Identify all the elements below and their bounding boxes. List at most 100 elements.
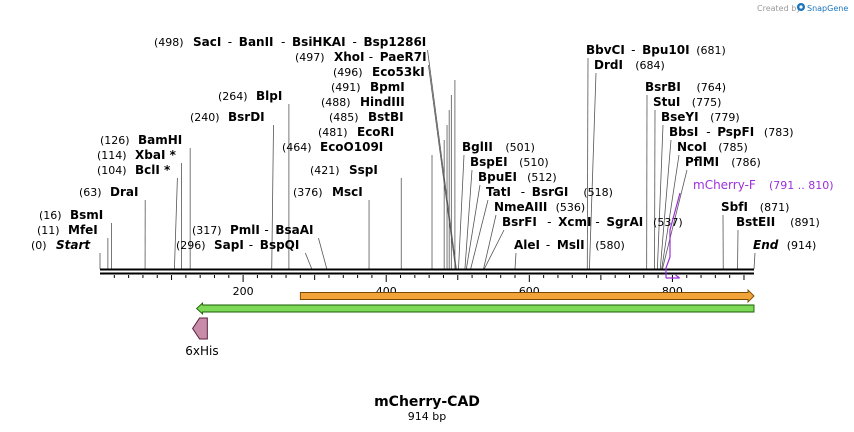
enzyme-site-sbfi[interactable]: SbfI(871): [721, 200, 789, 214]
enzyme-site-bpmi[interactable]: BpmI(491): [331, 80, 405, 94]
enzyme-site-bbsi[interactable]: BbsI-PspFI(783): [669, 125, 794, 139]
enzyme-site-xbai[interactable]: XbaI * (114): [97, 148, 177, 162]
enzyme-name: XbaI *: [135, 148, 177, 162]
enzyme-site-eco53ki[interactable]: Eco53kI(496): [333, 65, 425, 79]
feature-label: 6xHis: [185, 344, 218, 358]
enzyme-site-blpi[interactable]: BlpI(264): [218, 89, 282, 103]
enzyme-position: (764): [697, 81, 727, 94]
enzyme-site-ncoi[interactable]: NcoI(785): [677, 140, 748, 154]
enzyme-separator: -: [706, 125, 710, 139]
enzyme-site-bglii[interactable]: BglII(501): [462, 140, 535, 154]
enzyme-leader-line: [427, 49, 457, 270]
enzyme-separator: -: [249, 238, 253, 252]
enzyme-site-ecoo109i[interactable]: EcoO109I(464): [282, 140, 383, 154]
enzyme-separator: -: [595, 215, 599, 229]
enzyme-site-pmli[interactable]: PmlI-BsaAI(317): [192, 223, 313, 237]
primer-range: (791 .. 810): [769, 179, 834, 192]
enzyme-name: BseYI: [661, 110, 699, 124]
feature-6xhis[interactable]: 6xHis: [185, 317, 219, 358]
enzyme-leader-line: [661, 154, 680, 270]
enzyme-site-bsrfi[interactable]: BsrFI-XcmI-SgrAI(537): [502, 215, 683, 229]
enzyme-site-saci[interactable]: SacI-BanII-BsiHKAI-Bsp1286I(498): [154, 35, 426, 49]
enzyme-position: (485): [329, 111, 359, 124]
enzyme-position: (114): [97, 149, 127, 162]
enzyme-name: BstBI: [368, 110, 404, 124]
enzyme-site-drai[interactable]: DraI(63): [79, 185, 138, 199]
enzyme-site-hindiii[interactable]: HindIII(488): [321, 95, 405, 109]
enzyme-site-alei[interactable]: AleI-MslI(580): [514, 238, 625, 252]
enzyme-name: PspFI: [717, 125, 754, 139]
enzyme-position: (510): [519, 156, 549, 169]
enzyme-position: (681): [696, 44, 726, 57]
primer-name: mCherry-F: [693, 178, 756, 192]
enzyme-name: SacI: [193, 35, 221, 49]
enzyme-position: (491): [331, 81, 361, 94]
enzyme-site-bbvci[interactable]: BbvCI-Bpu10I(681): [586, 43, 726, 57]
enzyme-leader-line: [589, 72, 597, 270]
enzyme-name: BsaAI: [275, 223, 313, 237]
feature-green-arrow[interactable]: [195, 301, 755, 316]
primer-arrow-icon: [665, 192, 681, 279]
enzyme-separator: -: [631, 43, 635, 57]
enzyme-name: XcmI: [558, 215, 591, 229]
enzyme-leader-line: [470, 199, 489, 270]
enzyme-site-bcli[interactable]: BclI *(104): [97, 163, 171, 177]
enzyme-position: (501): [505, 141, 535, 154]
enzyme-position: (464): [282, 141, 312, 154]
enzyme-name: BspEI: [470, 155, 508, 169]
enzyme-position: (317): [192, 224, 222, 237]
enzyme-site-pflmi[interactable]: PflMI(786): [685, 155, 761, 169]
enzyme-name: BbvCI: [586, 43, 625, 57]
feature-orange-arrow[interactable]: [299, 288, 755, 304]
enzyme-position: (914): [787, 239, 817, 252]
enzyme-position: (512): [527, 171, 557, 184]
enzyme-separator: -: [546, 238, 550, 252]
credit-brand: SnapGene: [807, 4, 848, 13]
enzyme-labels: Start(0)MfeI(11)BsmI(16) DraI(63) BclI *(1…: [31, 35, 820, 252]
map-title: mCherry-CAD: [374, 394, 480, 410]
enzyme-position: (785): [718, 141, 748, 154]
enzyme-position: (488): [321, 96, 351, 109]
enzyme-leader-line: [428, 64, 457, 270]
enzyme-name: PmlI: [230, 223, 260, 237]
enzyme-site-tati[interactable]: TatI-BsrGI(518): [486, 185, 613, 199]
enzyme-name: XhoI: [334, 50, 365, 64]
enzyme-site-drdi[interactable]: DrdI(684): [594, 58, 665, 72]
enzyme-site-bsteii[interactable]: BstEII(891): [736, 215, 820, 229]
enzyme-leader-line: [483, 229, 505, 270]
enzyme-site-bsrbi[interactable]: BsrBI (764): [645, 80, 726, 94]
enzyme-position: (783): [764, 126, 794, 139]
leader-lines: [99, 49, 756, 270]
enzyme-leader-line: [304, 252, 313, 270]
enzyme-site-bspei[interactable]: BspEI (510): [470, 155, 549, 169]
map-length: 914 bp: [408, 410, 446, 423]
enzyme-site-xhoi[interactable]: XhoI-PaeR7I(497): [295, 50, 427, 64]
enzyme-site-mfei[interactable]: MfeI(11): [37, 223, 98, 237]
enzyme-site-sspi[interactable]: SspI(421): [310, 163, 378, 177]
enzyme-position: (296): [176, 239, 206, 252]
backbone: [100, 268, 754, 275]
enzyme-name: SgrAI: [606, 215, 643, 229]
enzyme-site-bamhi[interactable]: BamHI(126): [100, 133, 182, 147]
enzyme-leader-line: [271, 124, 274, 270]
enzyme-site-start[interactable]: Start(0): [31, 238, 91, 252]
enzyme-site-sapi[interactable]: SapI-BspQI(296): [176, 238, 299, 252]
enzyme-separator: -: [281, 35, 285, 49]
his-tag-icon: [191, 317, 208, 340]
enzyme-site-nmeaiii[interactable]: NmeAIII(536): [494, 200, 585, 214]
enzyme-site-bsrdi[interactable]: BsrDI(240): [190, 110, 265, 124]
enzyme-site-stui[interactable]: StuI(775): [653, 95, 721, 109]
enzyme-site-bseyi[interactable]: BseYI(779): [661, 110, 740, 124]
enzyme-site-bpuei[interactable]: BpuEI(512): [478, 170, 557, 184]
enzyme-name: NmeAIII: [494, 200, 547, 214]
snapgene-logo-icon: [797, 3, 805, 11]
enzyme-site-msci[interactable]: MscI(376): [293, 185, 363, 199]
enzyme-site-end[interactable]: End(914): [753, 238, 816, 252]
enzyme-site-bsmi[interactable]: BsmI(16): [39, 208, 103, 222]
enzyme-name: BsrBI: [645, 80, 681, 94]
enzyme-site-bstbi[interactable]: BstBI (485): [329, 110, 404, 124]
enzyme-separator: -: [369, 50, 373, 64]
primer-mcherry-f[interactable]: mCherry-F (791 .. 810): [665, 178, 834, 279]
enzyme-site-ecori[interactable]: EcoRI(481): [318, 125, 394, 139]
